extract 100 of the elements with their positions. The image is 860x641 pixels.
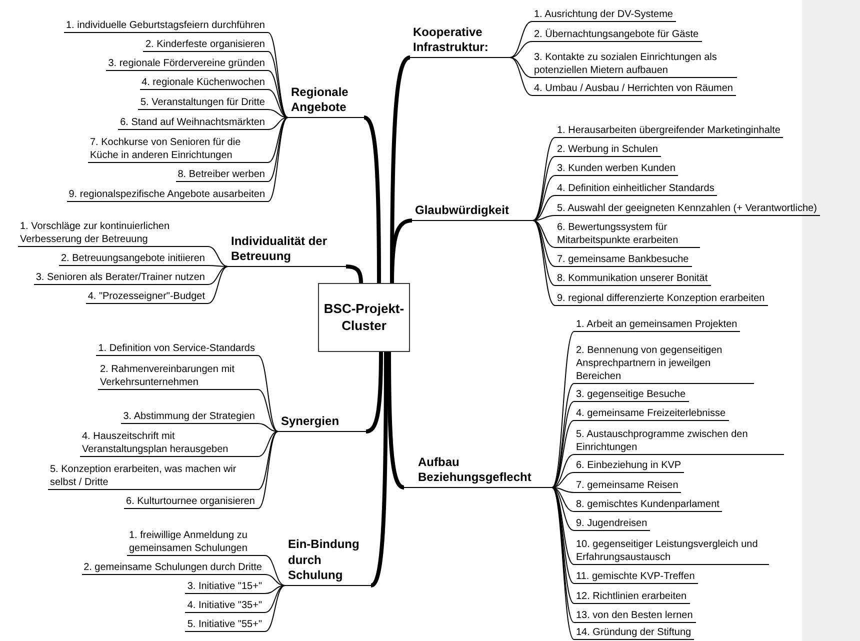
connector-line bbox=[532, 220, 556, 267]
topic-label: 1. Herausarbeiten übergreifender Marketinginhalte bbox=[555, 124, 784, 138]
topic-label: 3. Kunden werben Kunden bbox=[555, 162, 678, 176]
topic-label: 5. Initiative "55+" bbox=[185, 618, 265, 632]
connector-line bbox=[510, 57, 532, 78]
topic-label: 1. Arbeit an gemeinsamen Projekten bbox=[574, 318, 740, 332]
topic-label: 6. Stand auf Weihnachtsmärkten bbox=[118, 116, 268, 130]
connector-line bbox=[268, 117, 288, 202]
topic-label: 1. Ausrichtung der DV-Systeme bbox=[532, 8, 676, 22]
connector-line bbox=[552, 487, 574, 512]
topic-label: 7. gemeinsame Reisen bbox=[574, 479, 682, 493]
connector-line bbox=[532, 156, 556, 221]
branch-connector bbox=[366, 352, 383, 434]
connector-line bbox=[264, 585, 286, 632]
branch-connector bbox=[387, 352, 404, 490]
connector-line bbox=[552, 454, 574, 488]
branch-heading: Synergien bbox=[278, 414, 366, 432]
branch-heading: Individualität der Betreuung bbox=[228, 234, 346, 267]
topic-label: 4. Hauszeitschrift mit Veranstaltungsplan herausgeben bbox=[80, 430, 258, 457]
topic-label: 4. Definition einheitlicher Standards bbox=[555, 182, 718, 196]
connector-line bbox=[208, 266, 228, 285]
connector-line bbox=[264, 585, 286, 594]
topic-label: 9. regional differenzierte Konzeption erarbeiten bbox=[555, 292, 768, 306]
branch-connector bbox=[363, 116, 381, 283]
connector-line bbox=[258, 431, 278, 509]
topic-label: 8. Betreiber werben bbox=[176, 168, 268, 182]
connector-line bbox=[552, 420, 574, 488]
connector-line bbox=[532, 220, 556, 286]
connector-line bbox=[268, 89, 288, 118]
connector-line bbox=[552, 487, 574, 531]
topic-label: 4. Initiative "35+" bbox=[185, 599, 265, 613]
branch-heading: Kooperative Infrastruktur: bbox=[410, 24, 510, 58]
connector-line bbox=[532, 220, 556, 248]
branch-heading: Glaubwürdigkeit bbox=[412, 203, 533, 221]
topic-label: 1. Definition von Service-Standards bbox=[96, 342, 258, 356]
topic-label: 3. regionale Fördervereine gründen bbox=[106, 57, 268, 71]
connector-line bbox=[268, 117, 288, 163]
branch-connector bbox=[390, 218, 412, 284]
connector-line bbox=[208, 265, 228, 267]
topic-label: 4. gemeinsame Freizeiterlebnisse bbox=[574, 407, 729, 421]
topic-label: 9. Jugendreisen bbox=[574, 517, 650, 531]
connector-line bbox=[264, 585, 286, 613]
connector-line bbox=[208, 266, 228, 304]
topic-label: 1. freiwillige Anmeldung zu gemeinsamen Schulungen bbox=[127, 529, 265, 556]
connector-line bbox=[268, 117, 288, 130]
topic-label: 6. Bewertungssystem für Mitarbeitspunkte erarbeiten bbox=[555, 221, 700, 248]
topic-label: 1. individuelle Geburtstagsfeiern durchführen bbox=[64, 19, 268, 33]
topic-label: 12. Richtlinien erarbeiten bbox=[574, 590, 690, 604]
topic-label: 2. Bennenung von gegenseitigen Ansprechpartnern in jeweilgen Bereichen bbox=[574, 344, 754, 384]
connector-line bbox=[532, 175, 556, 221]
connector-line bbox=[552, 331, 574, 488]
connector-line bbox=[552, 487, 574, 493]
branch-heading: Aufbau Beziehungsgeflecht bbox=[404, 454, 552, 488]
topic-label: 5. Veranstaltungen für Dritte bbox=[138, 96, 268, 110]
connector-line bbox=[532, 215, 556, 221]
connector-line bbox=[208, 246, 228, 267]
connector-line bbox=[552, 487, 574, 565]
topic-label: 4. regionale Küchenwochen bbox=[140, 76, 268, 90]
topic-label: 2. Rahmenvereinbarungen mit Verkehrsunternehmen bbox=[98, 363, 258, 390]
connector-line bbox=[268, 70, 288, 118]
topic-label: 8. Kommunikation unserer Bonität bbox=[555, 272, 711, 286]
topic-label: 2. Betreuungsangebote initiieren bbox=[59, 252, 208, 266]
topic-label: 2. Kinderfeste organisieren bbox=[143, 38, 268, 52]
connector-line bbox=[264, 555, 286, 586]
topic-label: 3. Senioren als Berater/Trainer nutzen bbox=[34, 271, 208, 285]
connector-line bbox=[268, 109, 288, 118]
topic-label: 5. Auswahl der geeigneten Kennzahlen (+ Verantwortliche) bbox=[555, 202, 820, 216]
topic-label: 1. Vorschläge zur kontinuierlichen Verbesserung der Betreuung bbox=[18, 220, 208, 247]
topic-label: 13. von den Besten lernen bbox=[574, 609, 696, 623]
branch-heading: Ein-Bindung durch Schulung bbox=[285, 537, 371, 586]
topic-label: 3. Initiative "15+" bbox=[185, 580, 265, 594]
connector-line bbox=[532, 137, 556, 221]
topic-label: 9. regionalspezifische Angebote ausarbeiten bbox=[66, 188, 268, 202]
topic-label: 2. gemeinsame Schulungen durch Dritte bbox=[82, 561, 265, 575]
center-box: BSC-Projekt-Cluster bbox=[318, 283, 410, 352]
connector-line bbox=[258, 431, 278, 490]
connector-line bbox=[510, 57, 532, 96]
connector-line bbox=[552, 401, 574, 488]
topic-label: 10. gegenseitiger Leistungsvergleich und Erfahrungsaustausch bbox=[574, 538, 769, 565]
connector-line bbox=[552, 487, 574, 584]
connector-line bbox=[532, 220, 556, 306]
connector-line bbox=[258, 355, 278, 432]
topic-label: 4. "Prozesseigner"-Budget bbox=[86, 290, 208, 304]
connector-line bbox=[510, 41, 532, 58]
connector-line bbox=[264, 574, 286, 586]
topic-label: 2. Werbung in Schulen bbox=[555, 143, 661, 157]
connector-line bbox=[552, 383, 574, 488]
connector-line bbox=[532, 195, 556, 221]
topic-label: 14. Gründung der Stiftung bbox=[574, 626, 694, 640]
connector-line bbox=[258, 423, 278, 432]
topic-label: 11. gemischte KVP-Treffen bbox=[574, 570, 698, 584]
topic-label: 3. Abstimmung der Strategien bbox=[121, 410, 258, 424]
branch-connector bbox=[370, 352, 388, 588]
topic-label: 4. Umbau / Ausbau / Herrichten von Räumen bbox=[532, 82, 736, 96]
topic-label: 7. Kochkurse von Senioren für die Küche in anderen Einrichtungen bbox=[88, 136, 268, 163]
connector-line bbox=[258, 389, 278, 432]
topic-label: 5. Austauschprogramme zwischen den Einrichtungen bbox=[574, 428, 784, 455]
topic-label: 6. Kulturtournee organisieren bbox=[124, 495, 258, 509]
connector-line bbox=[268, 51, 288, 118]
topic-label: 6. Einbeziehung in KVP bbox=[574, 459, 684, 473]
